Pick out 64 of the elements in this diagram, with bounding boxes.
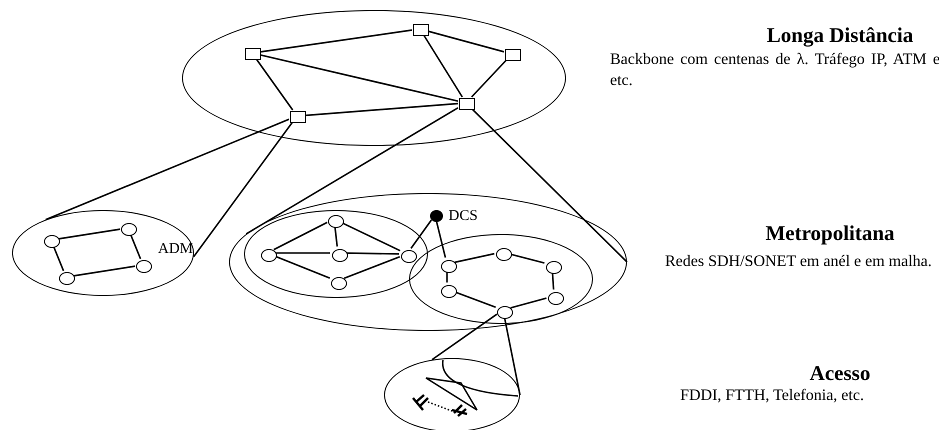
link-line [446,270,448,282]
ring-node [136,260,152,272]
network-ellipse [229,193,627,331]
link-line [74,265,136,277]
ring-node [331,276,347,290]
link-line [432,314,498,360]
link-line [472,108,628,263]
link-line [454,252,494,264]
network-node [505,49,521,61]
link-line [423,34,463,98]
link-line [193,122,294,258]
link-line [410,220,432,249]
network-node [245,48,261,60]
ring-node [59,272,75,284]
network-ellipse [409,234,593,324]
ring-node [401,250,417,262]
ring-node [261,248,277,262]
ring-node [441,284,457,298]
section-heading: Acesso [808,360,872,387]
ring-node [441,260,457,272]
network-node [413,24,429,36]
description-text: Redes SDH/SONET em anél e em malha. [665,252,933,272]
network-ellipse [182,10,566,146]
link-line [275,252,330,254]
link-line [552,271,554,290]
link-line [304,102,458,116]
ring-node [548,292,564,304]
link-line [454,290,496,308]
node-caption: DCS [448,207,478,226]
link-line [45,118,290,220]
link-line [471,59,507,98]
link-line [130,234,142,260]
section-heading: Metropolitana [764,220,896,247]
link-line [344,256,400,279]
network-node [290,111,306,123]
ring-node [496,248,512,260]
link-line [428,30,504,53]
link-line [256,58,294,110]
link-line [260,54,458,102]
link-line [436,220,446,258]
network-ellipse [384,358,520,430]
link-line [52,246,64,272]
node-caption: ADM [158,240,194,259]
network-node [459,98,475,110]
ring-node [121,222,137,236]
description-text: FDDI, FTTH, Telefonia, etc. [679,386,865,406]
ring-node [546,260,562,274]
link-line [510,297,547,309]
section-heading: Longa Distância [766,22,914,49]
ring-node [497,306,513,318]
link-line [58,228,120,240]
ring-node [332,248,348,262]
network-ellipse [244,210,428,298]
link-line [273,222,328,250]
network-ellipse [12,210,194,296]
link-line [346,252,400,255]
link-line [246,107,458,235]
crossconnect-dot [430,210,442,222]
link-line [334,225,338,247]
link-line [504,316,521,396]
ring-node [44,234,60,248]
ring-node [328,214,344,228]
link-line [340,222,400,252]
link-line [260,29,412,53]
